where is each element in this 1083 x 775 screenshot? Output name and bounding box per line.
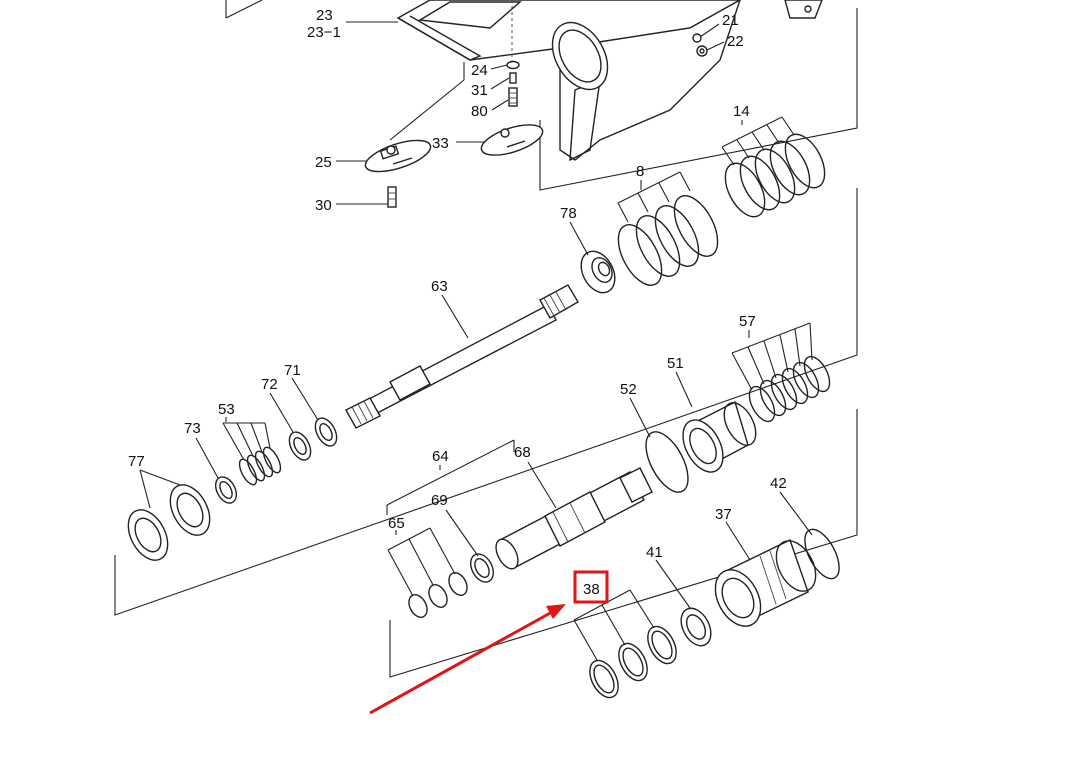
callout-37: 37 (715, 506, 732, 523)
sleeve-41 (680, 607, 712, 647)
housing-bracket (784, 0, 823, 19)
callout-41: 41 (646, 544, 663, 561)
nut-21-22 (692, 33, 708, 57)
callout-42: 42 (770, 475, 787, 492)
shaft-63 (345, 284, 579, 429)
frame-lower (389, 409, 858, 678)
callout-73: 73 (184, 420, 201, 437)
callout-23: 23 (316, 7, 333, 24)
group-frames (114, 0, 858, 678)
ring-71 (314, 417, 338, 447)
highlight-callout-38: 38 (573, 570, 609, 604)
seals-77 (127, 484, 211, 561)
housing-part (396, 0, 823, 162)
housing-bore (551, 21, 609, 91)
bearing-housing-37 (714, 539, 817, 627)
callout-30: 30 (315, 197, 332, 214)
callout-68: 68 (514, 444, 531, 461)
washer-24 (506, 60, 520, 70)
bearing-78 (580, 250, 616, 294)
callout-24: 24 (471, 62, 488, 79)
callout-labels: 23 23−1 21 22 24 31 80 33 25 30 14 8 78 … (128, 7, 787, 561)
callout-78: 78 (560, 205, 577, 222)
callout-38: 38 (583, 581, 600, 598)
callout-33: 33 (432, 135, 449, 152)
o-rings-57 (748, 355, 831, 423)
o-rings-8 (617, 195, 719, 286)
callout-65: 65 (388, 515, 405, 532)
red-arrow (369, 604, 566, 715)
rings-65 (408, 572, 468, 618)
callout-57: 57 (739, 313, 756, 330)
arrow-head (546, 604, 566, 619)
o-rings-14 (724, 133, 826, 218)
callout-64: 64 (432, 448, 449, 465)
pin-31 (509, 72, 517, 84)
bolt-30 (387, 186, 397, 208)
bolt-80 (508, 87, 518, 107)
callout-63: 63 (431, 278, 448, 295)
ring-72 (288, 431, 312, 461)
plate-33 (480, 124, 544, 156)
callout-14: 14 (733, 103, 750, 120)
callout-22: 22 (727, 33, 744, 50)
callout-69: 69 (431, 492, 448, 509)
bushing-69 (470, 553, 494, 583)
nut-21 (692, 33, 702, 43)
callout-80: 80 (471, 103, 488, 120)
callout-52: 52 (620, 381, 637, 398)
bolt-stack-24-31-80 (506, 60, 520, 107)
frame-top-left-fragment-2 (225, 0, 263, 19)
ring-73 (214, 476, 238, 504)
rings-38 (589, 625, 677, 699)
callout-51: 51 (667, 355, 684, 372)
callout-72: 72 (261, 376, 278, 393)
leader-lines (139, 21, 813, 661)
callout-25: 25 (315, 154, 332, 171)
frame-upper-right (539, 8, 858, 191)
bearing-51 (682, 400, 757, 473)
shaft-68 (495, 467, 653, 570)
o-ring-42 (804, 528, 840, 580)
callout-8: 8 (636, 163, 644, 180)
highlight-box (573, 570, 609, 604)
o-rings-53 (238, 446, 282, 486)
plate-25 (364, 139, 432, 173)
callout-21: 21 (722, 12, 739, 29)
callout-77: 77 (128, 453, 145, 470)
callout-71: 71 (284, 362, 301, 379)
o-ring-52 (645, 431, 689, 493)
callout-31: 31 (471, 82, 488, 99)
arrow-shaft (369, 610, 553, 715)
washer-22 (696, 45, 708, 57)
callout-53: 53 (218, 401, 235, 418)
callout-23-1: 23−1 (307, 24, 341, 41)
frame-middle (114, 188, 858, 616)
